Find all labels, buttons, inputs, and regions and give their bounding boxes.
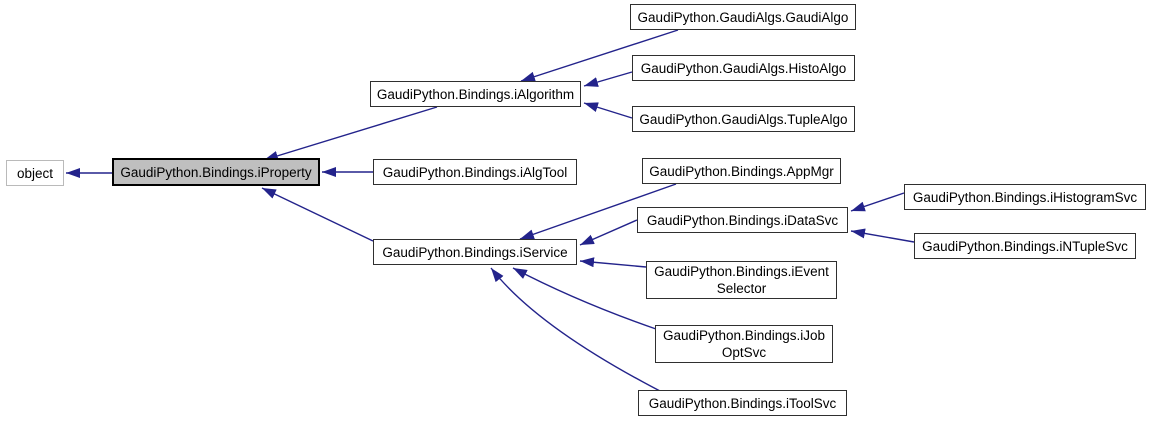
class-node-gaudialgo[interactable]: GaudiPython.GaudiAlgs.GaudiAlgo [630, 4, 856, 30]
edge-tuplealgo-to-ialgorithm [583, 102, 633, 119]
class-node-itoolsvc[interactable]: GaudiPython.Bindings.iToolSvc [638, 390, 847, 416]
class-node-ialgtool[interactable]: GaudiPython.Bindings.iAlgTool [373, 159, 577, 185]
class-node-intuplesvc[interactable]: GaudiPython.Bindings.iNTupleSvc [914, 233, 1136, 259]
edge-idatasvc-to-iservice [579, 219, 638, 246]
class-node-iservice[interactable]: GaudiPython.Bindings.iService [373, 239, 577, 265]
class-node-ieventselector[interactable]: GaudiPython.Bindings.iEvent Selector [646, 261, 837, 299]
class-node-label: GaudiPython.Bindings.iProperty [120, 164, 312, 180]
class-node-label: Selector [716, 281, 767, 296]
class-node-ihistogramsvc[interactable]: GaudiPython.Bindings.iHistogramSvc [904, 184, 1146, 210]
edge-intuplesvc-to-idatasvc [850, 228, 915, 243]
class-node-label: GaudiPython.Bindings.iNTupleSvc [922, 238, 1128, 254]
class-node-label: GaudiPython.GaudiAlgs.HistoAlgo [640, 60, 847, 76]
class-node-object: object [6, 160, 64, 186]
class-node-label: OptSvc [721, 345, 767, 360]
class-node-idatasvc[interactable]: GaudiPython.Bindings.iDataSvc [637, 207, 848, 233]
edge-iservice-to-iproperty [261, 187, 374, 242]
class-node-label: GaudiPython.Bindings.iDataSvc [646, 212, 839, 228]
class-node-ijoboptsvc[interactable]: GaudiPython.Bindings.iJob OptSvc [655, 325, 833, 363]
class-node-label: GaudiPython.Bindings.iJob [662, 328, 826, 343]
class-node-label: GaudiPython.Bindings.AppMgr [649, 163, 834, 179]
class-node-tuplealgo[interactable]: GaudiPython.GaudiAlgs.TupleAlgo [632, 106, 855, 132]
class-node-iproperty: GaudiPython.Bindings.iProperty [112, 158, 320, 186]
class-node-label: object [16, 165, 54, 181]
class-node-ialgorithm[interactable]: GaudiPython.Bindings.iAlgorithm [370, 81, 581, 107]
edge-ieventselector-to-iservice [579, 257, 647, 268]
class-node-label: GaudiPython.Bindings.iService [382, 244, 568, 260]
edge-ijoboptsvc-to-iservice [512, 267, 657, 330]
edge-itoolsvc-to-iservice [490, 267, 661, 392]
class-node-label: GaudiPython.Bindings.iAlgorithm [376, 86, 575, 102]
edge-ialgorithm-to-iproperty [263, 106, 438, 161]
class-node-label: GaudiPython.GaudiAlgs.GaudiAlgo [637, 9, 849, 25]
class-node-label: GaudiPython.Bindings.iEvent [654, 264, 829, 279]
class-node-label: GaudiPython.Bindings.iHistogramSvc [912, 189, 1138, 205]
class-node-histoalgo[interactable]: GaudiPython.GaudiAlgs.HistoAlgo [632, 55, 855, 81]
edge-ihistogramsvc-to-idatasvc [850, 192, 905, 212]
class-node-label: GaudiPython.GaudiAlgs.TupleAlgo [639, 111, 848, 127]
edge-histoalgo-to-ialgorithm [583, 71, 633, 87]
class-node-label: GaudiPython.Bindings.iToolSvc [648, 395, 837, 411]
class-node-label: GaudiPython.Bindings.iAlgTool [382, 164, 568, 180]
class-node-appmgr[interactable]: GaudiPython.Bindings.AppMgr [642, 158, 841, 184]
